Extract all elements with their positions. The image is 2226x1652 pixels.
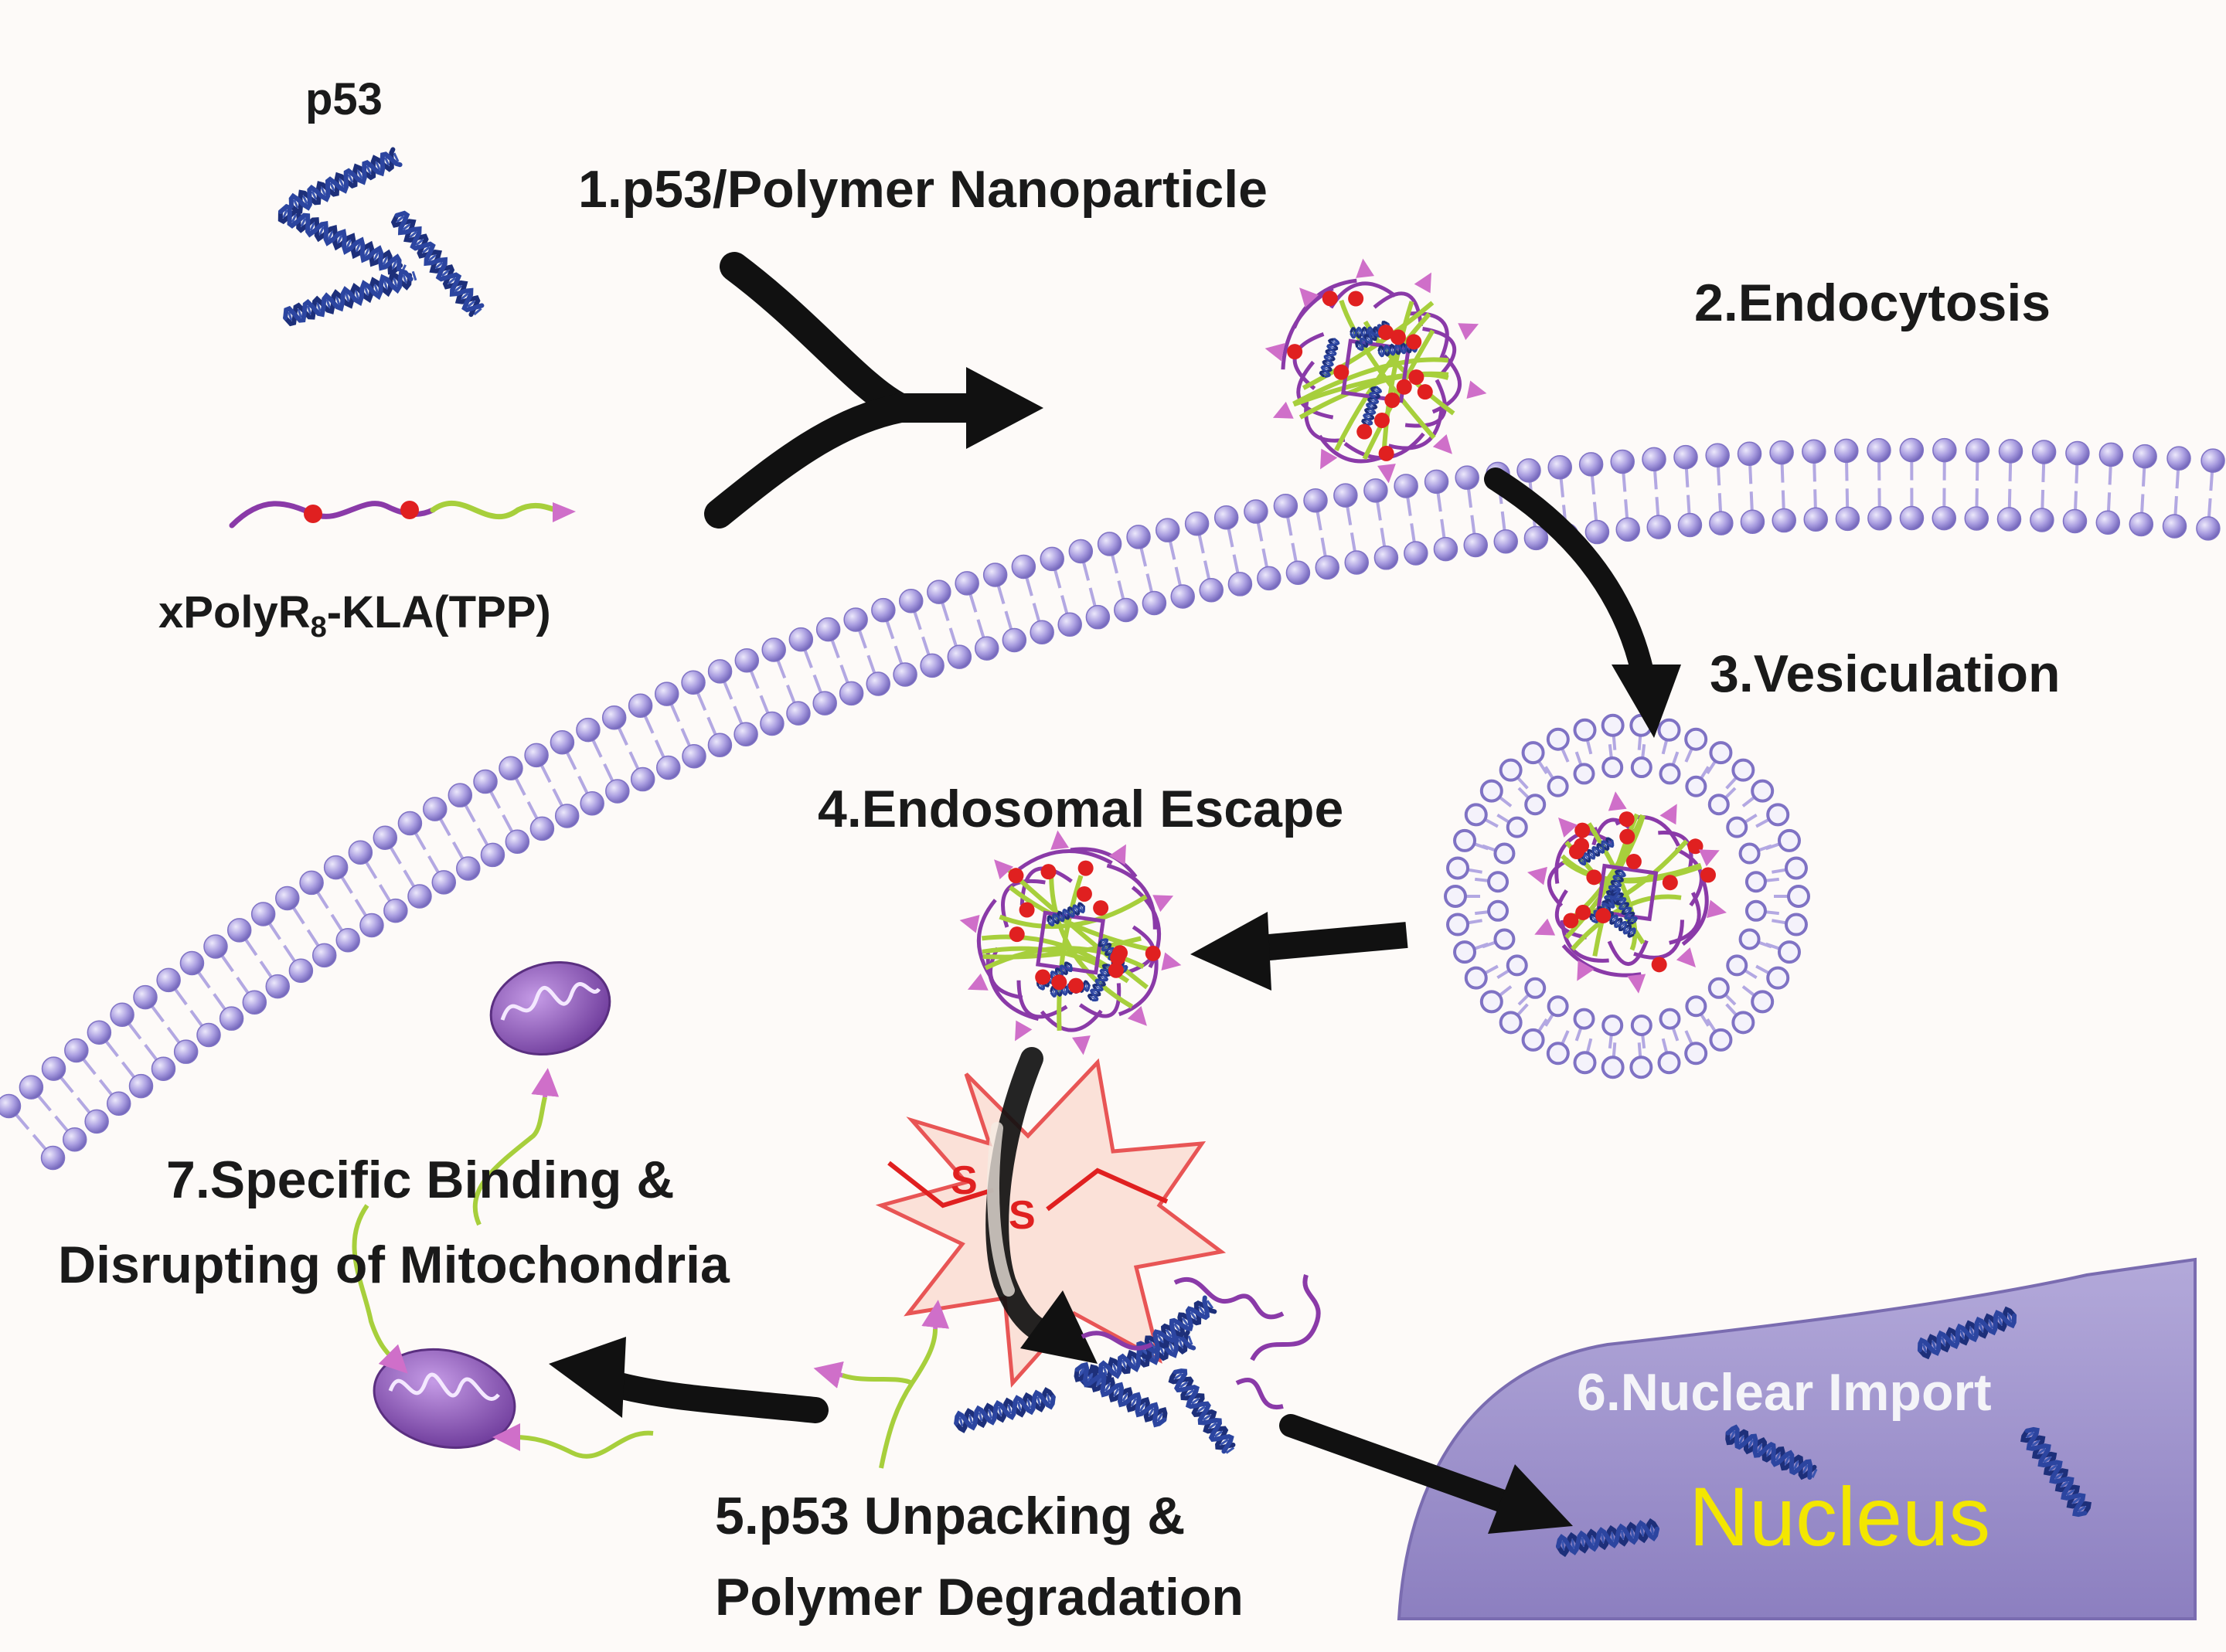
dna-double-helix-icon <box>1555 1518 1660 1558</box>
step7-label-line1: 7.Specific Binding & <box>166 1151 674 1209</box>
step6-label: 6.Nuclear Import <box>1577 1363 1992 1422</box>
nucleus-label: Nucleus <box>1689 1470 1990 1563</box>
dna-double-helix-icon <box>277 203 407 275</box>
unpacking-arrow <box>985 1047 1098 1364</box>
mitochondrion-icon <box>489 960 611 1056</box>
dna-double-helix-icon <box>1917 1306 2017 1360</box>
step7-label-line2: Disrupting of Mitochondria <box>58 1236 730 1294</box>
polymer-label: xPolyR8-KLA(TPP) <box>158 587 551 644</box>
dna-double-helix-icon <box>288 147 403 214</box>
dna-double-helix-icon <box>954 1387 1056 1433</box>
disulfide-s1-label: S <box>951 1158 978 1203</box>
dna-double-helix-icon <box>2020 1426 2092 1518</box>
dna-double-helix-icon <box>1087 964 1114 1002</box>
dna-double-helix-icon <box>1578 837 1615 866</box>
step5-label-line2: Polymer Degradation <box>715 1568 1244 1627</box>
nuclear-dna <box>1555 1306 2092 1558</box>
nucleus <box>1397 1257 2197 1620</box>
endocytosis-arrow <box>1484 467 1681 738</box>
step1-label: 1.p53/Polymer Nanoparticle <box>578 160 1268 219</box>
dna-double-helix-icon <box>1047 902 1086 927</box>
nuclear-import-arrow <box>1279 1414 1573 1534</box>
dna-double-helix-icon <box>1136 1295 1217 1361</box>
peptide-binding-strands <box>352 1068 654 1459</box>
dna-double-helix-icon <box>390 210 485 318</box>
p53-label: p53 <box>305 74 383 124</box>
endosomal-escape-arrow <box>1190 912 1408 991</box>
merge-arrow <box>704 252 1043 529</box>
endosome-vesicle <box>1444 713 1810 1079</box>
dna-double-helix-icon <box>1168 1368 1236 1454</box>
p53-dna-cluster <box>277 147 485 327</box>
step2-label: 2.Endocytosis <box>1694 274 2051 332</box>
step5-label-line1: 5.p53 Unpacking & <box>715 1487 1185 1545</box>
dna-double-helix-icon <box>1074 1361 1168 1428</box>
polymer-strand-icon <box>229 500 576 529</box>
mitochondrion-icon <box>373 1348 516 1450</box>
disulfide-bond-burst-icon: S S <box>875 1058 1227 1388</box>
step3-label: 3.Vesiculation <box>1710 644 2061 703</box>
dna-double-helix-icon <box>1361 386 1383 427</box>
disulfide-s2-label: S <box>1009 1193 1036 1238</box>
klatpp-peptide-fragment <box>813 1300 950 1469</box>
dna-double-helix-icon <box>1725 1424 1818 1480</box>
polymer-nanoparticle-icon <box>1264 258 1487 484</box>
dna-double-helix-icon <box>1319 338 1340 378</box>
mitochondria-targeting-arrow <box>549 1337 829 1423</box>
dna-double-helix-icon <box>283 268 417 327</box>
step4-label: 4.Endosomal Escape <box>818 780 1343 838</box>
polymer-nanoparticle-icon <box>1527 791 1727 994</box>
polymer-nanoparticle-icon <box>959 830 1182 1055</box>
released-fragments <box>954 1274 1321 1454</box>
dna-double-helix-icon <box>1610 887 1639 925</box>
